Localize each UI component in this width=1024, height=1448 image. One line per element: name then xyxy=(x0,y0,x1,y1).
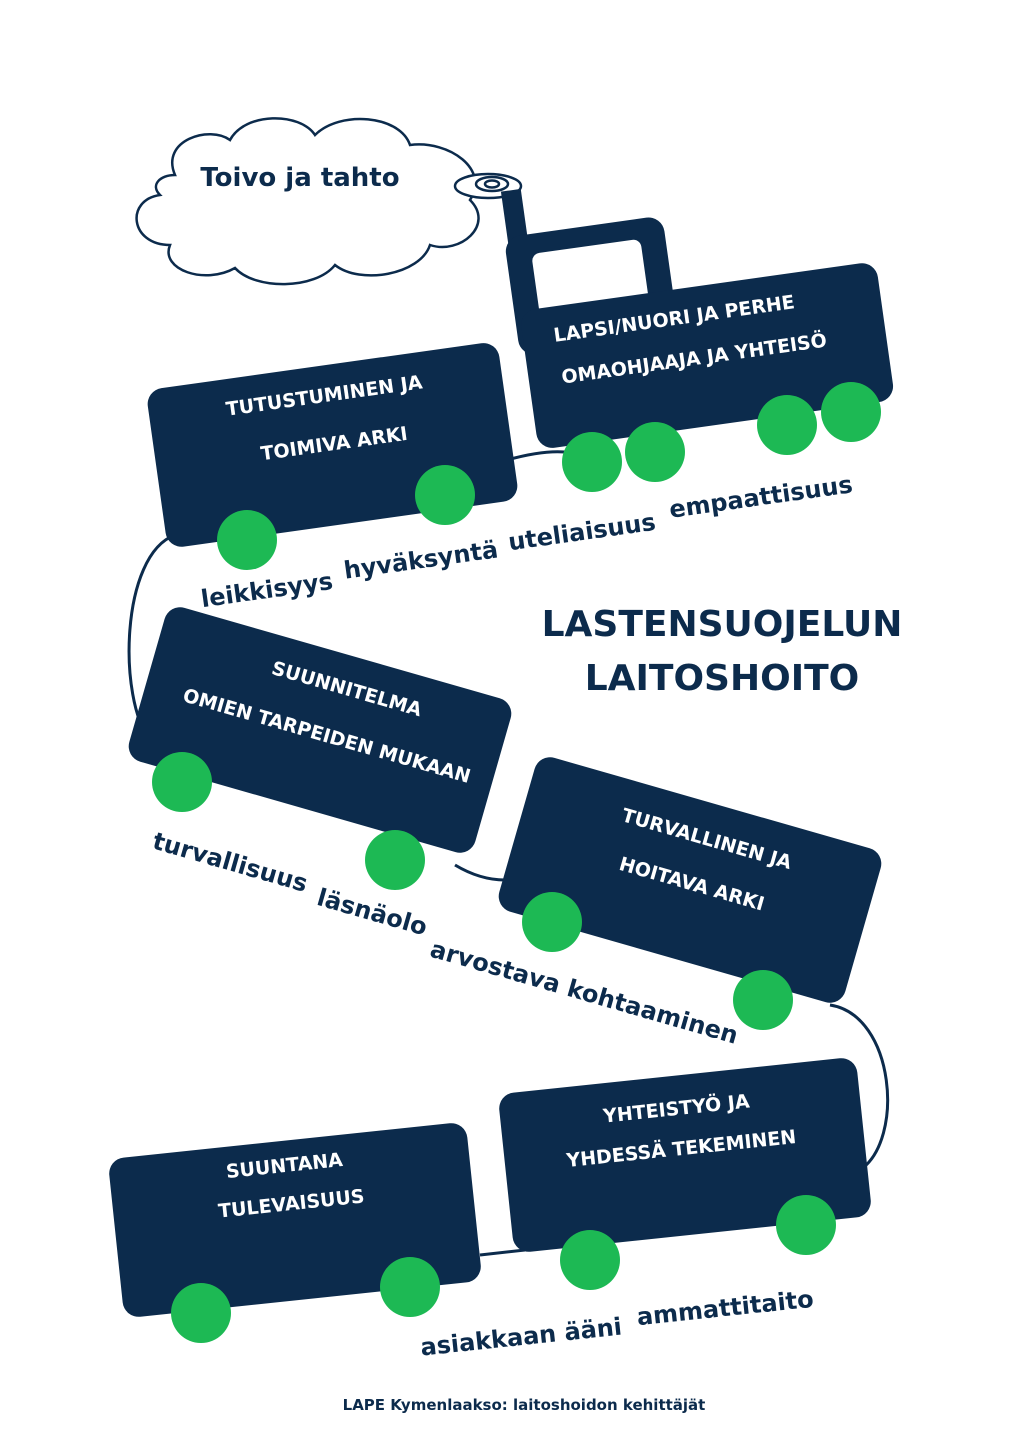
wheel xyxy=(171,1283,231,1343)
value-empaattisuus: empaattisuus xyxy=(667,470,854,523)
wagon-3: TURVALLINEN JA HOITAVA ARKI xyxy=(498,757,882,1030)
main-title-line-2: LAITOSHOITO xyxy=(585,658,860,699)
wheel xyxy=(380,1257,440,1317)
wheel xyxy=(152,752,212,812)
wagon-4: YHTEISTYÖ JA YHDESSÄ TEKEMINEN xyxy=(499,1058,871,1290)
wheel xyxy=(365,830,425,890)
wheel xyxy=(757,395,817,455)
footer-credit: LAPE Kymenlaakso: laitoshoidon kehittäjä… xyxy=(343,1396,706,1414)
value-asiakkaan: asiakkaan ääni xyxy=(419,1313,623,1362)
wheel xyxy=(776,1195,836,1255)
value-turvallisuus: turvallisuus xyxy=(150,827,311,898)
value-leikkisyys: leikkisyys xyxy=(199,567,334,613)
value-lasnaolo: läsnäolo xyxy=(314,883,431,941)
wheel xyxy=(562,432,622,492)
cloud-text: Toivo ja tahto xyxy=(200,163,399,193)
main-title-line-1: LASTENSUOJELUN xyxy=(542,604,903,645)
wagon-2: SUUNNITELMA OMIEN TARPEIDEN MUKAAN xyxy=(128,607,512,890)
value-uteliaisuus: uteliaisuus xyxy=(506,508,657,556)
wheel xyxy=(821,382,881,442)
wheel xyxy=(415,465,475,525)
wheel xyxy=(217,510,277,570)
value-hyvaksynta: hyväksyntä xyxy=(342,535,500,584)
wagon-5: SUUNTANA TULEVAISUUS xyxy=(109,1123,481,1343)
wheel xyxy=(733,970,793,1030)
value-ammattitaito: ammattitaito xyxy=(635,1285,814,1331)
wheel xyxy=(625,422,685,482)
locomotive: LAPSI/NUORI JA PERHE OMAOHJAAJA JA YHTEI… xyxy=(500,188,894,492)
wheel xyxy=(522,892,582,952)
wheel xyxy=(560,1230,620,1290)
thought-cloud: Toivo ja tahto xyxy=(135,117,480,286)
wagon-1: TUTUSTUMINEN JA TOIMIVA ARKI xyxy=(147,343,518,570)
